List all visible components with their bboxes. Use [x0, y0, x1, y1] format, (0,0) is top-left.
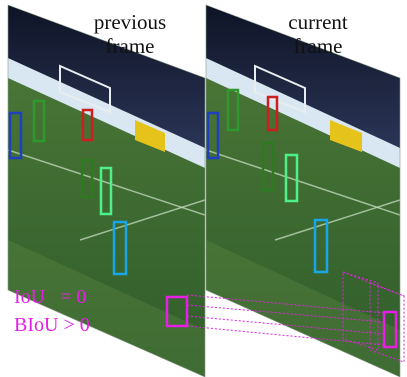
- iou-annotation: IoU = 0: [14, 286, 87, 308]
- player-box-magenta: [382, 310, 398, 349]
- pitch-line: [79, 199, 205, 241]
- sponsor-board: [330, 120, 362, 152]
- player-box-magenta: [165, 295, 189, 328]
- player-box-light-green: [99, 166, 113, 216]
- goal: [254, 64, 306, 114]
- player-box-dark-green: [80, 158, 94, 199]
- player-box-cyan: [112, 220, 128, 276]
- biou-annotation: BIoU > 0: [14, 314, 90, 336]
- previous-frame-label: previous frame: [70, 10, 190, 58]
- pitch-line: [8, 149, 205, 216]
- connector-line: [186, 315, 385, 335]
- previous-frame-label-line2: frame: [105, 34, 155, 58]
- pitch-stripe: [206, 240, 400, 377]
- player-box-light-green: [284, 153, 299, 203]
- previous-frame-label-line1: previous: [93, 10, 167, 34]
- frame-border: [205, 4, 401, 377]
- current-frame-label: current frame: [258, 10, 378, 58]
- player-box-blue: [206, 111, 220, 160]
- connector-line: [186, 304, 385, 323]
- buffered-box-prev: [342, 271, 379, 351]
- connector-line: [186, 294, 385, 314]
- stands: [8, 5, 205, 150]
- player-box-dark-green: [261, 141, 275, 192]
- overlap-connectors: [186, 271, 405, 363]
- sponsor-board: [135, 120, 165, 152]
- stands: [206, 5, 400, 150]
- current-frame-label-line1: current: [288, 10, 348, 34]
- player-box-red: [266, 95, 279, 132]
- player-box-green: [32, 99, 46, 143]
- pitch-stripe: [8, 240, 205, 377]
- pitch-line: [274, 199, 400, 241]
- current-frame-label-line2: frame: [293, 34, 343, 58]
- player-box-cyan: [313, 218, 329, 274]
- player-box-blue: [8, 111, 23, 160]
- pitch-line: [206, 149, 400, 216]
- connector-line: [342, 271, 405, 297]
- connector-line: [186, 325, 385, 346]
- goal: [59, 64, 111, 114]
- player-box-red: [81, 108, 94, 142]
- player-box-green: [226, 88, 240, 132]
- frame-border: [7, 4, 206, 377]
